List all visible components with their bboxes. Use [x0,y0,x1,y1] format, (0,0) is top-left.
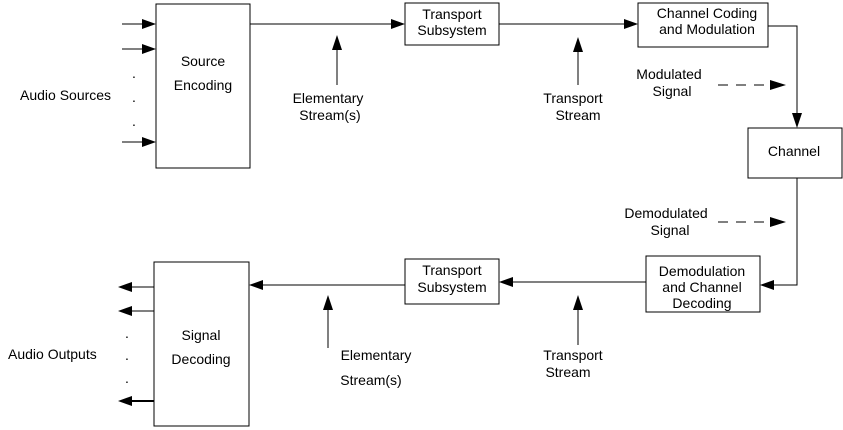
outputs-dot-2: . [125,347,129,363]
demodulated-signal-label-line2: Signal [651,222,690,238]
source-encoding-label-line1: Source [181,53,226,69]
elementary-stream-top-label-line1: Elementary [293,90,364,106]
elementary-stream-bottom-label-line2: Stream(s) [340,372,401,388]
transport-stream-bottom-label-line2: Stream [545,364,590,380]
audio-sources-label: Audio Sources [20,87,111,103]
arrowhead [142,44,156,54]
transport-subsystem-bottom-label-line2: Subsystem [417,279,486,295]
arrowhead [142,19,156,29]
transport-subsystem-bottom-box [404,258,500,305]
arrowhead [142,137,156,147]
demodulated-signal-label-line1: Demodulated [624,205,707,221]
outputs-dot-3: . [125,370,129,386]
arrowhead [118,282,132,292]
arrowhead [770,217,786,227]
elementary-stream-bottom-label-line1: Elementary [341,347,412,363]
transport-subsystem-top-label-line1: Transport [422,6,482,22]
source-encoding-box [155,3,251,169]
transport-stream-top-label-line2: Stream [555,107,600,123]
arrowhead [118,396,132,406]
arrowhead [573,37,583,52]
arrowhead [760,280,774,290]
arrowhead [573,295,583,310]
channel-box [747,127,843,179]
transport-subsystem-bottom-label-line1: Transport [422,262,482,278]
audio-source-input-arrows [122,19,156,147]
outputs-dot-1: . [125,325,129,341]
modulated-signal-label-line1: Modulated [636,66,701,82]
transport-subsystem-top-box [404,2,500,46]
channel-coding-box [637,2,769,48]
sources-dot-3: . [132,113,136,129]
demodulation-label-line1: Demodulation [659,263,745,279]
arrowhead [499,277,513,287]
arrowhead [332,35,342,50]
channel-coding-label-line1: Channel Coding [657,5,757,21]
channel-label: Channel [768,143,820,159]
arrowhead [624,19,638,29]
transport-stream-top-label-line1: Transport [543,90,603,106]
demodulation-label-line2: and Channel [662,279,741,295]
arrowhead [249,280,263,290]
arrowhead [118,306,132,316]
signal-decoding-label-line2: Decoding [171,351,230,367]
signal-decoding-box [153,261,250,427]
sources-dot-2: . [132,89,136,105]
arrowhead [323,295,333,310]
modulated-signal-label-line2: Signal [653,83,692,99]
demodulation-label-line3: Decoding [672,295,731,311]
source-encoding-label-line2: Encoding [174,77,232,93]
sources-dot-1: . [132,65,136,81]
arrowhead [391,19,405,29]
channel-coding-label-line2: and Modulation [659,21,755,37]
channel-to-demodulation-line [772,178,798,286]
demodulation-box [645,255,761,313]
audio-output-arrows [118,282,154,406]
transport-stream-bottom-label-line1: Transport [543,347,603,363]
elementary-stream-top-label-line2: Stream(s) [299,107,360,123]
transport-subsystem-top-label-line2: Subsystem [417,22,486,38]
arrowhead [770,80,786,90]
arrowhead [792,113,802,128]
audio-outputs-label: Audio Outputs [8,346,97,362]
signal-decoding-label-line1: Signal [182,327,221,343]
coding-to-channel-line [768,25,798,116]
